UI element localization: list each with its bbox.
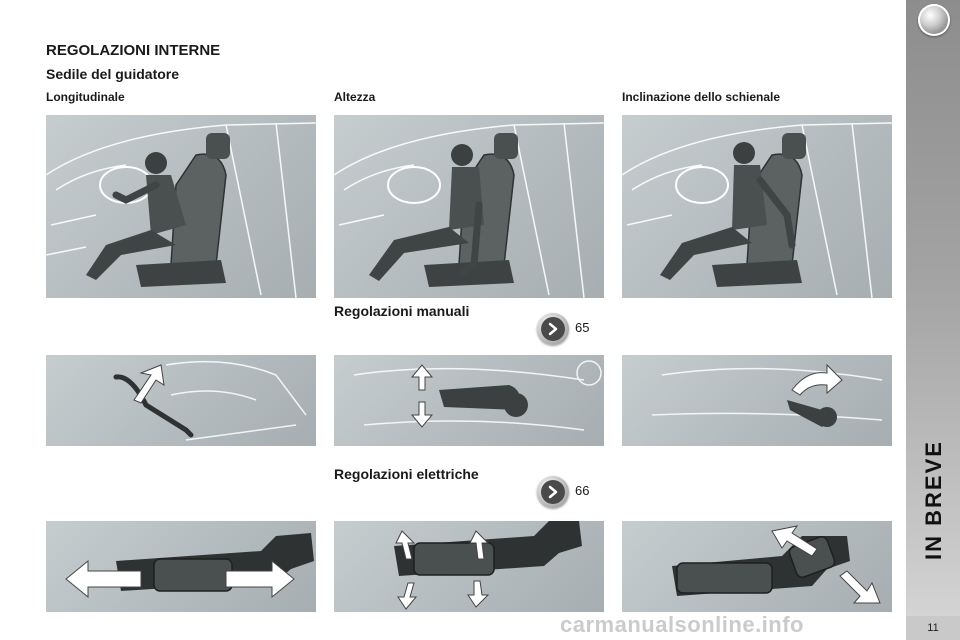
page-title: REGOLAZIONI INTERNE	[46, 42, 221, 59]
electric-longitudinal-switch-illustration	[46, 521, 316, 612]
column-label-height: Altezza	[334, 90, 376, 104]
sidebar-title: IN BREVE	[910, 440, 958, 560]
sidebar-title-text: IN BREVE	[921, 440, 947, 560]
manual-recline-lever-illustration	[622, 355, 892, 446]
chevron-right-icon[interactable]	[537, 476, 569, 508]
illustration-recline	[622, 115, 892, 298]
column-label-recline: Inclinazione dello schienale	[622, 90, 781, 104]
electric-adjustments-heading: Regolazioni elettriche	[334, 466, 479, 482]
page-number: 11	[906, 616, 960, 640]
electric-page-reference[interactable]: 66	[575, 483, 590, 498]
manual-longitudinal-bar-illustration	[46, 355, 316, 446]
illustration-longitudinal	[46, 115, 316, 298]
electric-height-switch-illustration	[334, 521, 604, 612]
illustration-height	[334, 115, 604, 298]
manual-page-reference[interactable]: 65	[575, 320, 590, 335]
chevron-right-icon[interactable]	[537, 313, 569, 345]
sidebar: IN BREVE	[906, 0, 960, 640]
circle-emblem-icon	[918, 4, 950, 36]
page-subtitle: Sedile del guidatore	[46, 66, 180, 82]
column-label-longitudinal: Longitudinale	[46, 90, 125, 104]
watermark: carmanualsonline.info	[560, 612, 804, 637]
manual-adjustments-heading: Regolazioni manuali	[334, 303, 470, 319]
electric-recline-switch-illustration	[622, 521, 892, 612]
manual-height-lever-illustration	[334, 355, 604, 446]
